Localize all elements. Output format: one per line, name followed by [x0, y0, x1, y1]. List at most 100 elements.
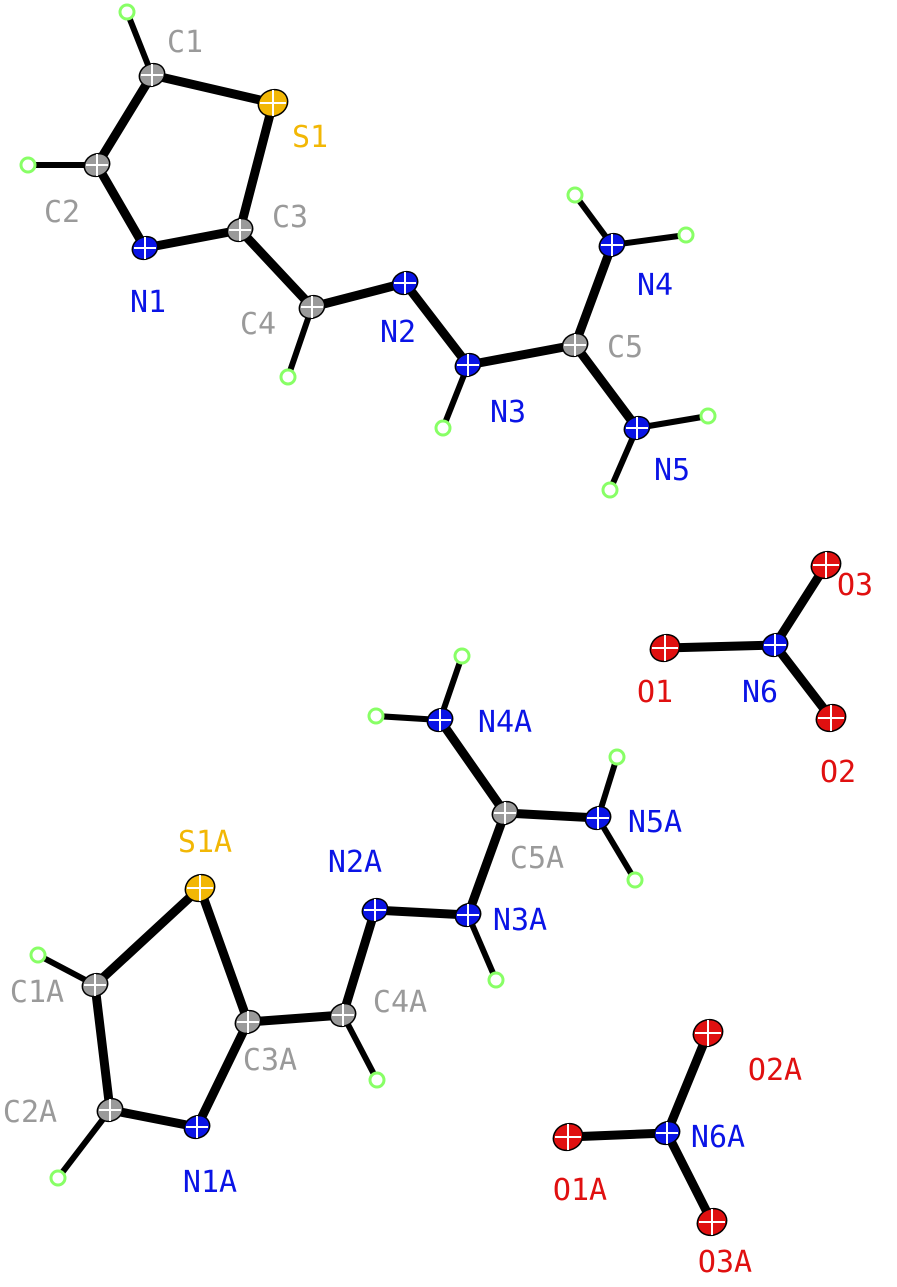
atom-label: O3: [837, 568, 873, 603]
bond-N3-C5: [463, 340, 580, 370]
atom-N3: [454, 352, 482, 378]
atom-label: N3A: [493, 903, 547, 938]
atom-O1: [649, 633, 681, 663]
hydrogen-atom: [677, 226, 695, 244]
atom-S1A: [184, 873, 216, 903]
hydrogen-atom: [608, 748, 626, 766]
bond-O1A-N6A: [563, 1128, 672, 1142]
bond-O1-N6: [660, 640, 780, 653]
atom-N5: [623, 415, 651, 441]
atom-N6A: [653, 1120, 681, 1146]
atom-C5: [561, 332, 589, 358]
atom-label: N4A: [478, 705, 532, 740]
hydrogen-atom: [368, 1071, 386, 1089]
atom-label: C3: [272, 200, 308, 235]
atom-label: C2: [44, 195, 80, 230]
atom-N1A: [183, 1114, 211, 1140]
atom-label: O2: [820, 755, 856, 790]
atom-N5A: [584, 805, 612, 831]
atom-O2: [815, 703, 847, 733]
bond-N2-N3: [400, 278, 473, 370]
atom-C4A: [329, 1002, 357, 1028]
atom-label: N4: [637, 268, 673, 303]
atom-O3: [810, 550, 842, 580]
atom-N1: [131, 235, 159, 261]
hydrogen-atom: [566, 186, 584, 204]
atom-label: C1A: [10, 975, 64, 1010]
hydrogen-atom: [699, 407, 717, 425]
atom-C1A: [81, 972, 109, 998]
hydrogen-atom: [19, 156, 37, 174]
bond-C5-N4: [570, 240, 617, 350]
atom-N4A: [426, 707, 454, 733]
atom-label: O2A: [748, 1053, 802, 1088]
bond-C2-N1: [92, 160, 150, 253]
bond-N6-O2: [770, 640, 836, 723]
atom-O3A: [696, 1207, 728, 1237]
atom-N2A: [361, 897, 389, 923]
bond-C5A-N4A: [435, 715, 510, 818]
atom-N4: [598, 232, 626, 258]
hydrogen-atom: [453, 647, 471, 665]
bond-C5A-N5A: [500, 808, 603, 823]
atom-C5A: [491, 800, 519, 826]
atom-label: S1: [292, 120, 328, 155]
bond-N3A-C5A: [463, 808, 510, 920]
atom-C4: [298, 294, 326, 320]
hydrogen-atom: [487, 971, 505, 989]
bond-C2A-H: [55, 1108, 113, 1180]
bond-S1A-C1A: [90, 883, 205, 990]
atom-label: C3A: [243, 1043, 297, 1078]
atom-label: O3A: [698, 1245, 752, 1280]
bond-N1-C3: [140, 225, 245, 253]
atom-O2A: [692, 1018, 724, 1048]
atom-label: O1A: [553, 1173, 607, 1208]
bond-S1A-C3A: [195, 883, 253, 1027]
hydrogen-atom: [29, 946, 47, 964]
atom-label: S1A: [178, 825, 232, 860]
atom-label: O1: [637, 675, 673, 710]
atom-S1: [257, 88, 289, 118]
hydrogen-atom: [367, 707, 385, 725]
bond-C3A-C4A: [243, 1010, 348, 1027]
atom-label: C1: [167, 25, 203, 60]
bond-C3-C4: [235, 225, 317, 312]
bond-N6A-O3A: [662, 1128, 717, 1227]
hydrogen-atom: [118, 3, 136, 21]
atom-label: N5: [654, 453, 690, 488]
bond-C1-C2: [92, 70, 157, 170]
bond-C4-N2: [307, 278, 410, 312]
atom-label: N1A: [183, 1165, 237, 1200]
atom-O1A: [552, 1122, 584, 1152]
bond-C2A-N1A: [105, 1105, 202, 1132]
atom-label: C5A: [510, 841, 564, 876]
hydrogen-atom: [626, 871, 644, 889]
atom-C3: [226, 217, 254, 243]
bond-N1A-C3A: [192, 1017, 253, 1132]
hydrogen-atom: [49, 1169, 67, 1187]
atom-label: N2: [380, 315, 416, 350]
atom-label: N5A: [628, 805, 682, 840]
atom-label: N6: [742, 675, 778, 710]
atom-label: C2A: [3, 1095, 57, 1130]
atom-label: N3: [490, 395, 526, 430]
atom-label: C4A: [373, 985, 427, 1020]
bond-N5A-H: [595, 816, 638, 882]
bond-N6-O3: [770, 560, 831, 650]
atom-C3A: [234, 1009, 262, 1035]
hydrogen-atom: [601, 481, 619, 499]
hydrogen-atom: [434, 419, 452, 437]
bond-C1-S1: [147, 70, 278, 108]
atom-label: N6A: [691, 1120, 745, 1155]
atom-C2A: [96, 1097, 124, 1123]
bond-C4A-H: [340, 1013, 380, 1082]
bond-N2A-N3A: [370, 905, 473, 920]
bond-N6A-O2A: [662, 1028, 713, 1138]
hydrogen-atom: [279, 368, 297, 386]
bond-C5-N5: [570, 340, 642, 433]
bond-C4A-N2A: [338, 905, 380, 1020]
bond-N3A-H: [465, 913, 499, 982]
atom-label: C4: [240, 307, 276, 342]
